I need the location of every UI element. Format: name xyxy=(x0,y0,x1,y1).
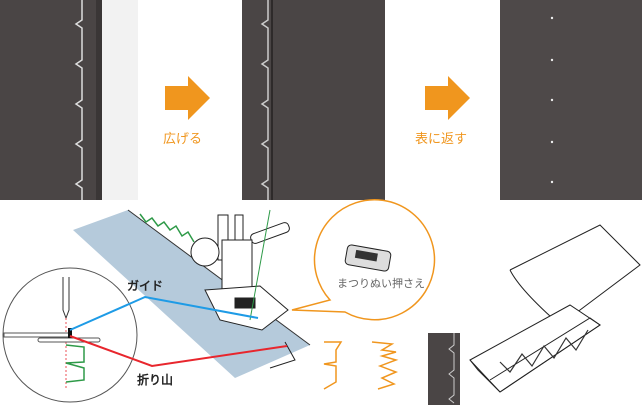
blind-stitch-pattern-icon xyxy=(323,341,343,390)
arrow-right-icon xyxy=(165,76,210,120)
step-spread-label: 広げる xyxy=(163,132,202,147)
photo-hem-detail xyxy=(428,333,460,405)
folded-hem-illustration xyxy=(469,224,641,393)
photo-hem-front xyxy=(500,0,642,200)
stitch-line xyxy=(139,213,195,243)
magnified-detail xyxy=(2,267,138,403)
arrow-right-icon xyxy=(425,76,470,120)
step-turn-over-label: 表に返す xyxy=(415,132,467,147)
presser-foot-label: まつりぬい押さえ xyxy=(337,276,425,290)
guide-label: ガイド xyxy=(127,278,163,293)
photo-hem-back xyxy=(0,0,138,200)
elastic-blind-stitch-pattern-icon xyxy=(371,341,399,390)
fabric-illustration xyxy=(73,210,310,378)
fold-pointer-line xyxy=(69,335,288,368)
fold-label: 折り山 xyxy=(137,372,173,387)
blind-hem-foot-icon xyxy=(344,244,392,272)
presser-foot-illustration xyxy=(190,214,290,331)
photo-hem-spread xyxy=(242,0,385,200)
guide-pointer-line xyxy=(69,295,259,331)
